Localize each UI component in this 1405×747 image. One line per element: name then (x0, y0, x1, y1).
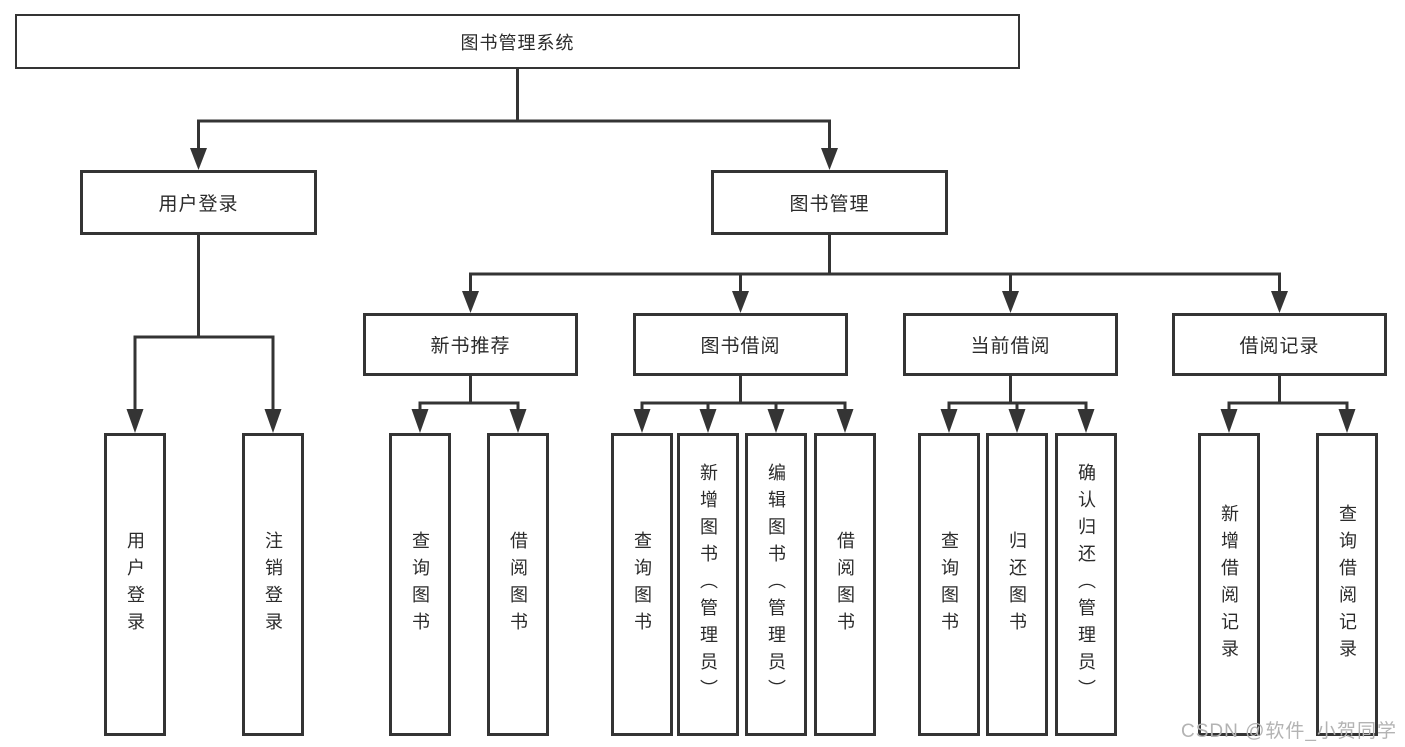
node-label: 借阅记录 (1239, 336, 1320, 357)
leaf-query-books-borrowing: 查询图书 (611, 433, 673, 736)
leaf-query-books-recommend: 查询图书 (389, 433, 451, 736)
leaf-label: 查询借阅记录 (1337, 503, 1357, 666)
node-borrowing-records: 借阅记录 (1172, 313, 1387, 376)
node-label: 图书借阅 (700, 336, 781, 357)
leaf-label: 用户登录 (125, 530, 145, 639)
leaf-query-books-current: 查询图书 (918, 433, 980, 736)
node-user-login: 用户登录 (80, 170, 317, 235)
leaf-user-login: 用户登录 (104, 433, 166, 736)
leaf-label: 新增图书（管理员） (698, 463, 718, 706)
leaf-label: 编辑图书（管理员） (766, 463, 786, 706)
leaf-logout: 注销登录 (242, 433, 304, 736)
leaf-label: 借阅图书 (835, 530, 855, 639)
node-label: 新书推荐 (430, 336, 511, 357)
leaf-label: 借阅图书 (508, 530, 528, 639)
leaf-label: 查询图书 (632, 530, 652, 639)
leaf-add-borrow-record: 新增借阅记录 (1198, 433, 1260, 736)
csdn-watermark: CSDN @软件_小贺同学 (1181, 721, 1397, 742)
node-label: 当前借阅 (970, 336, 1051, 357)
node-book-borrowing: 图书借阅 (633, 313, 848, 376)
node-new-book-recommend: 新书推荐 (363, 313, 578, 376)
leaf-label: 注销登录 (263, 530, 283, 639)
node-root-library-system: 图书管理系统 (15, 14, 1020, 69)
leaf-edit-books-admin: 编辑图书（管理员） (745, 433, 807, 736)
leaf-label: 归还图书 (1007, 530, 1027, 639)
node-label: 图书管理系统 (460, 32, 575, 53)
leaf-borrow-books: 借阅图书 (814, 433, 876, 736)
leaf-return-books: 归还图书 (986, 433, 1048, 736)
node-label: 图书管理 (789, 194, 870, 215)
leaf-add-books-admin: 新增图书（管理员） (677, 433, 739, 736)
leaf-label: 新增借阅记录 (1219, 503, 1239, 666)
leaf-confirm-return-admin: 确认归还（管理员） (1055, 433, 1117, 736)
node-current-borrowing: 当前借阅 (903, 313, 1118, 376)
leaf-label: 确认归还（管理员） (1076, 463, 1096, 706)
leaf-borrow-books-recommend: 借阅图书 (487, 433, 549, 736)
leaf-query-borrow-record: 查询借阅记录 (1316, 433, 1378, 736)
node-book-management: 图书管理 (711, 170, 948, 235)
leaf-label: 查询图书 (939, 530, 959, 639)
leaf-label: 查询图书 (410, 530, 430, 639)
node-label: 用户登录 (158, 194, 239, 215)
